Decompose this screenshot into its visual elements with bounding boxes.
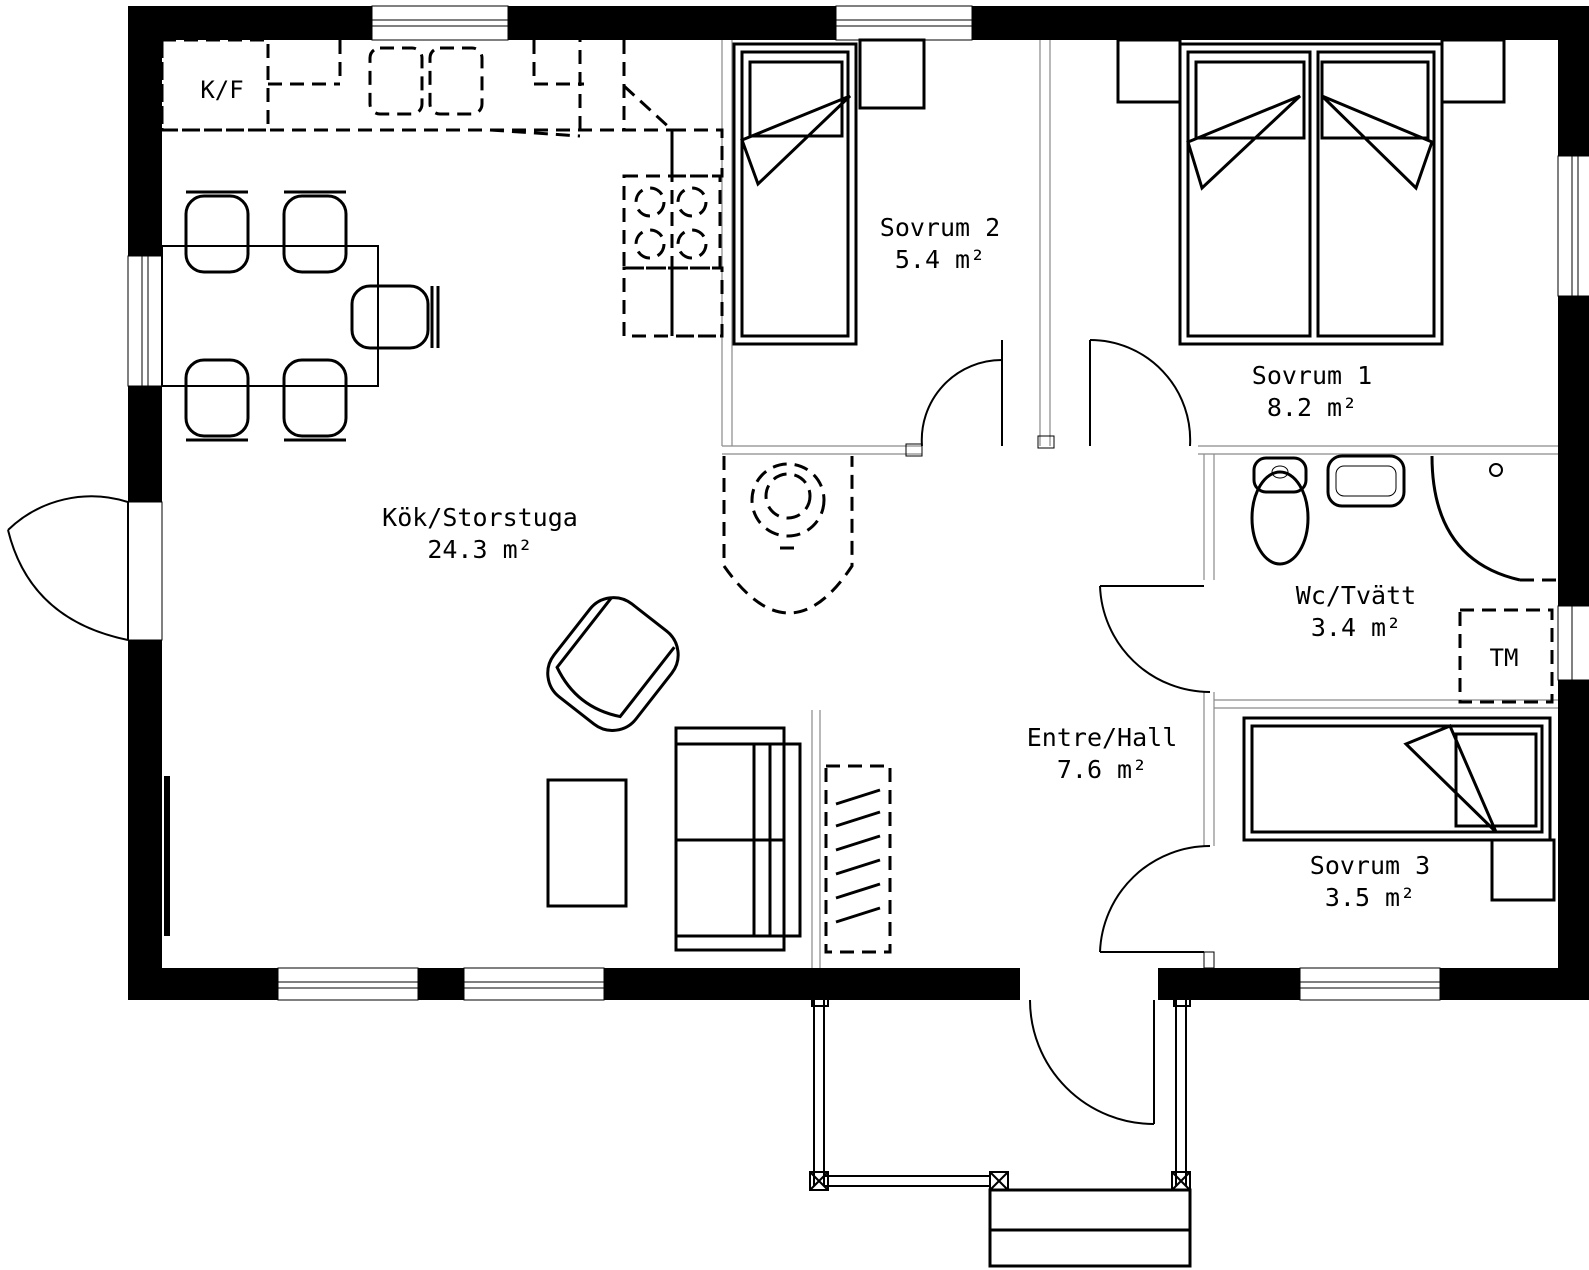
fridge-label: K/F xyxy=(200,76,243,104)
dryer-label: TM xyxy=(1490,644,1519,672)
room-name-kitchen: Kök/Storstuga xyxy=(382,503,578,532)
room-name-bedroom3: Sovrum 3 xyxy=(1310,851,1430,880)
room-name-bedroom1: Sovrum 1 xyxy=(1252,361,1372,390)
doors xyxy=(7,338,1211,1125)
room-name-wc: Wc/Tvätt xyxy=(1296,581,1416,610)
room-area-wc: 3.4 m² xyxy=(1311,613,1401,642)
room-area-kitchen: 24.3 m² xyxy=(427,535,532,564)
room-area-bedroom1: 8.2 m² xyxy=(1267,393,1357,422)
room-area-bedroom3: 3.5 m² xyxy=(1325,883,1415,912)
room-area-bedroom2: 5.4 m² xyxy=(895,245,985,274)
dining-set xyxy=(161,190,440,442)
interior-walls xyxy=(721,40,1558,969)
room-name-bedroom2: Sovrum 2 xyxy=(880,213,1000,242)
wc-furniture xyxy=(1250,454,1558,704)
bedroom2-furniture xyxy=(732,38,926,346)
exterior-walls xyxy=(128,6,1589,1000)
room-labels: Kök/Storstuga 24.3 m² Sovrum 2 5.4 m² So… xyxy=(200,76,1518,912)
windows xyxy=(127,5,1589,1001)
bedroom1-furniture xyxy=(1116,38,1506,346)
porch xyxy=(809,993,1192,1268)
hall-shower xyxy=(722,456,854,615)
room-area-hall: 7.6 m² xyxy=(1057,755,1147,784)
living-furniture xyxy=(546,596,892,954)
bedroom3-furniture xyxy=(1242,716,1556,902)
room-name-hall: Entre/Hall xyxy=(1027,723,1178,752)
kitchen-counters xyxy=(160,38,724,338)
